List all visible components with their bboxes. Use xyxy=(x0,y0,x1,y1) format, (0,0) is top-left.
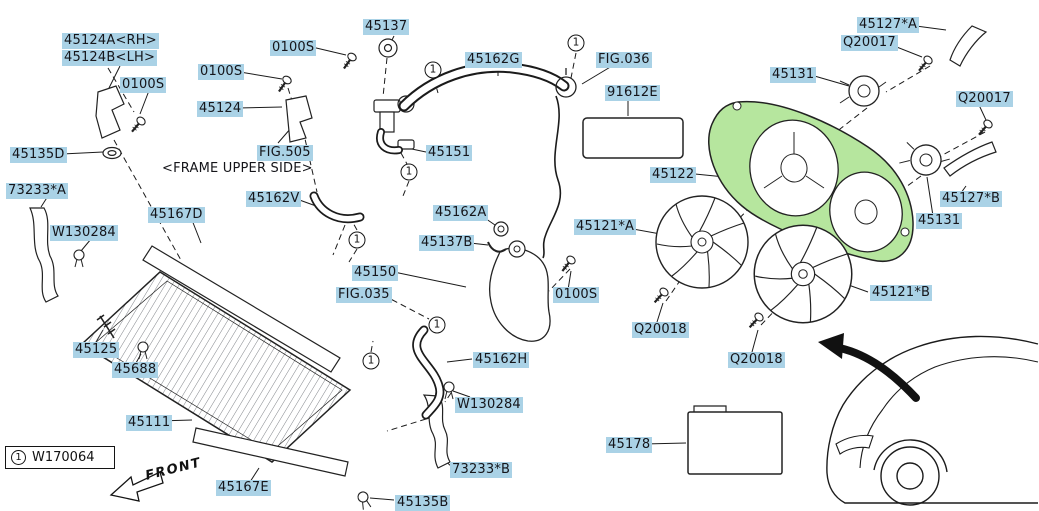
label-fig-505[interactable]: FIG.505 xyxy=(257,145,313,161)
car-silhouette xyxy=(826,335,1039,506)
label-45137[interactable]: 45137 xyxy=(363,19,410,35)
plate-91612e-box xyxy=(582,117,684,159)
label-45688[interactable]: 45688 xyxy=(112,362,159,378)
left-brackets-drawing xyxy=(29,85,313,339)
label-45131[interactable]: 45131 xyxy=(916,213,963,229)
locator-arrow xyxy=(818,333,920,402)
assembly-marker: 1 xyxy=(428,316,446,334)
label-0100s[interactable]: 0100S xyxy=(553,287,600,303)
label-front: FRONT xyxy=(143,455,204,484)
label-45122[interactable]: 45122 xyxy=(650,167,697,183)
label-frame-upper-side: <FRAME UPPER SIDE> xyxy=(162,161,313,176)
label-45125[interactable]: 45125 xyxy=(73,342,120,358)
upper-support-drawing xyxy=(142,245,341,373)
legend-box: 1 W170064 xyxy=(5,446,115,469)
filler-neck-drawing xyxy=(373,38,415,150)
assembly-marker: 1 xyxy=(362,352,380,370)
overflow-tube-drawing xyxy=(542,95,562,259)
label-45127-b[interactable]: 45127*B xyxy=(940,191,1003,207)
label-45111[interactable]: 45111 xyxy=(126,415,173,431)
neck-pipe-inner xyxy=(377,129,402,153)
assembly-marker: 1 xyxy=(424,61,442,79)
label-45135d[interactable]: 45135D xyxy=(10,147,67,163)
label-fig-035[interactable]: FIG.035 xyxy=(336,287,392,303)
label-45135b[interactable]: 45135B xyxy=(395,495,451,511)
label-45124b-lh[interactable]: 45124B<LH> xyxy=(62,50,158,66)
label-45137b[interactable]: 45137B xyxy=(419,235,475,251)
label-45162g[interactable]: 45162G xyxy=(465,52,522,68)
label-73233-a[interactable]: 73233*A xyxy=(6,183,69,199)
label-45178[interactable]: 45178 xyxy=(606,437,653,453)
label-fig-036[interactable]: FIG.036 xyxy=(596,52,652,68)
label-45151[interactable]: 45151 xyxy=(426,145,473,161)
label-q20018[interactable]: Q20018 xyxy=(632,322,689,338)
lower-hose-drawing xyxy=(412,325,445,420)
legend-marker-symbol: 1 xyxy=(11,450,26,465)
reservoir-drawing xyxy=(487,221,551,342)
label-0100s[interactable]: 0100S xyxy=(198,64,245,80)
legend-code: W170064 xyxy=(32,450,95,465)
label-45124[interactable]: 45124 xyxy=(197,101,244,117)
lower-panel-drawing xyxy=(192,427,349,477)
label-45162v[interactable]: 45162V xyxy=(246,191,302,207)
label-q20018[interactable]: Q20018 xyxy=(728,352,785,368)
fan-shroud-drawing xyxy=(708,100,914,262)
label-q20017[interactable]: Q20017 xyxy=(841,35,898,51)
label-w130284[interactable]: W130284 xyxy=(455,397,523,413)
label-91612e[interactable]: 91612E xyxy=(605,85,660,101)
label-45150[interactable]: 45150 xyxy=(352,265,399,281)
front-arrow xyxy=(109,471,164,502)
label-45167d[interactable]: 45167D xyxy=(148,207,205,223)
label-45121-a[interactable]: 45121*A xyxy=(574,219,637,235)
label-w130284[interactable]: W130284 xyxy=(50,225,118,241)
label-45127-a[interactable]: 45127*A xyxy=(857,17,920,33)
label-45124a-rh[interactable]: 45124A<RH> xyxy=(62,33,159,49)
label-q20017[interactable]: Q20017 xyxy=(956,91,1013,107)
assembly-marker: 1 xyxy=(348,231,366,249)
label-45121-b[interactable]: 45121*B xyxy=(870,285,933,301)
assembly-marker: 1 xyxy=(567,34,585,52)
label-45162a[interactable]: 45162A xyxy=(433,205,489,221)
label-45131[interactable]: 45131 xyxy=(770,67,817,83)
box-45178-drawing xyxy=(687,405,783,475)
elbow-hose-drawing xyxy=(309,191,365,223)
right-side-brackets-drawing xyxy=(943,25,997,177)
label-45167e[interactable]: 45167E xyxy=(216,480,271,496)
label-0100s[interactable]: 0100S xyxy=(270,40,317,56)
label-73233-b[interactable]: 73233*B xyxy=(450,462,513,478)
label-0100s[interactable]: 0100S xyxy=(120,77,167,93)
assembly-marker: 1 xyxy=(400,163,418,181)
label-45162h[interactable]: 45162H xyxy=(473,352,530,368)
